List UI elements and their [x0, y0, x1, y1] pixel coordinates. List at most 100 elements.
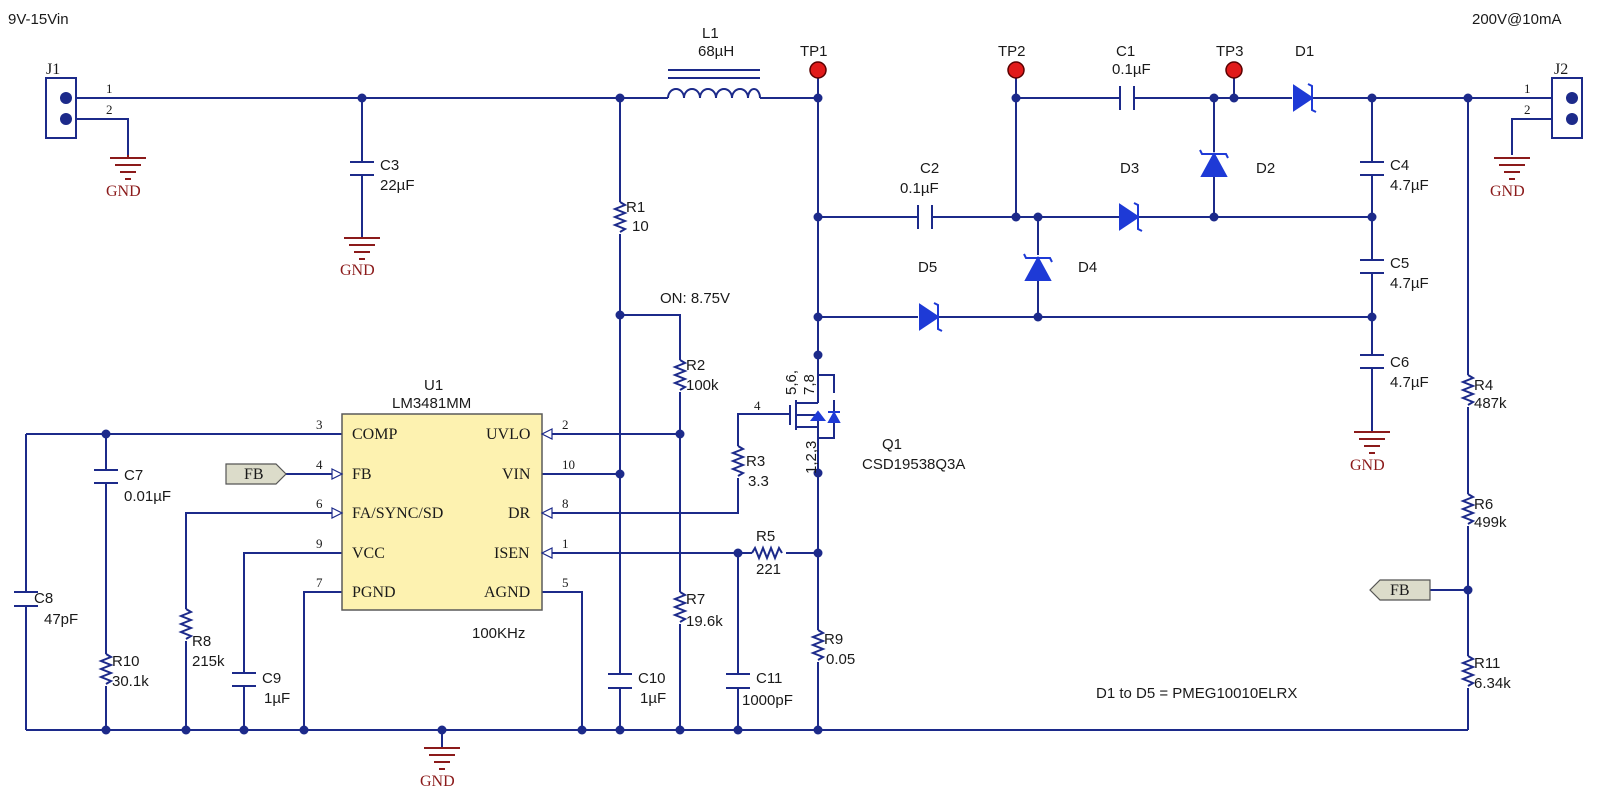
j2-ref: J2 [1554, 61, 1568, 78]
j1-ref: J1 [46, 61, 60, 78]
diode-d2: D2 [1199, 149, 1275, 177]
svg-text:4: 4 [316, 457, 323, 472]
svg-text:8: 8 [562, 496, 569, 511]
ground-symbol: GND [106, 155, 146, 200]
svg-text:FB: FB [352, 466, 372, 483]
capacitor-c7: C7 0.01µF [94, 467, 171, 505]
resistor-r4: R4 487k [1460, 374, 1507, 412]
svg-text:221: 221 [756, 561, 781, 578]
svg-text:GND: GND [106, 183, 141, 200]
resistor-r11: R11 6.34k [1460, 655, 1511, 692]
l1-value: 68µH [698, 43, 734, 60]
svg-text:CSD19538Q3A: CSD19538Q3A [862, 456, 965, 473]
diode-d1: D1 [1293, 43, 1317, 113]
svg-text:UVLO: UVLO [486, 426, 530, 443]
svg-text:D3: D3 [1120, 160, 1139, 177]
resistor-r7: R7 19.6k [672, 591, 723, 630]
note-output-rating: 200V@10mA [1472, 11, 1561, 28]
svg-text:R6: R6 [1474, 496, 1493, 513]
svg-text:C10: C10 [638, 670, 666, 687]
test-point-tp3: TP3 [1216, 43, 1244, 79]
capacitor-c10: C10 1µF [608, 670, 666, 707]
svg-text:47pF: 47pF [44, 611, 78, 628]
svg-text:22µF: 22µF [380, 177, 415, 194]
svg-text:TP2: TP2 [998, 43, 1026, 60]
ground-symbol: GND [340, 237, 380, 279]
resistor-r3: R3 3.3 [730, 445, 769, 490]
svg-text:9: 9 [316, 536, 323, 551]
svg-text:R3: R3 [746, 453, 765, 470]
resistor-r10: R10 30.1k [98, 653, 149, 690]
svg-text:TP3: TP3 [1216, 43, 1244, 60]
svg-text:C11: C11 [756, 670, 782, 687]
svg-text:TP1: TP1 [800, 43, 828, 60]
svg-text:19.6k: 19.6k [686, 613, 723, 630]
svg-text:0.05: 0.05 [826, 651, 855, 668]
ic-u1: U1 LM3481MM COMP 3 FB 4 FA/SYNC/SD 6 VCC… [312, 377, 575, 611]
capacitor-c11: C11 1000pF [726, 670, 793, 709]
j2-pin2: 2 [1524, 102, 1531, 117]
svg-text:C7: C7 [124, 467, 143, 484]
capacitor-c4: C4 4.7µF [1360, 157, 1429, 194]
resistor-r6: R6 499k [1460, 493, 1507, 531]
svg-text:2: 2 [562, 417, 569, 432]
svg-text:0.1µF: 0.1µF [900, 180, 939, 197]
svg-text:R8: R8 [192, 633, 211, 650]
svg-text:4: 4 [754, 398, 761, 413]
l1-ref: L1 [702, 25, 719, 42]
svg-text:AGND: AGND [484, 584, 530, 601]
diode-d4: D4 [1023, 253, 1097, 281]
svg-text:5,6,: 5,6, [783, 370, 800, 395]
ground-symbol: GND [1490, 157, 1530, 200]
svg-text:FB: FB [1390, 582, 1410, 599]
svg-text:FB: FB [244, 466, 264, 483]
svg-text:0.01µF: 0.01µF [124, 488, 171, 505]
capacitor-c2: C2 0.1µF [900, 160, 939, 229]
svg-text:1000pF: 1000pF [742, 692, 793, 709]
diode-d3: D3 [1119, 160, 1143, 232]
j1-pin2: 2 [106, 102, 113, 117]
svg-text:PGND: PGND [352, 584, 396, 601]
svg-text:VIN: VIN [502, 466, 531, 483]
svg-text:D2: D2 [1256, 160, 1275, 177]
connector-j2: J2 1 2 [1524, 61, 1583, 139]
inductor-l1: L1 68µH [667, 25, 761, 99]
resistor-r5: R5 221 [751, 528, 783, 578]
svg-text:3: 3 [316, 417, 323, 432]
capacitor-c1: C1 0.1µF [1112, 43, 1151, 110]
port-fb-right: FB [1369, 579, 1431, 601]
svg-text:4.7µF: 4.7µF [1390, 275, 1429, 292]
svg-text:R10: R10 [112, 653, 140, 670]
svg-text:1µF: 1µF [640, 690, 666, 707]
svg-text:D1: D1 [1295, 43, 1314, 60]
svg-text:R11: R11 [1474, 655, 1500, 672]
ground-symbol: GND [420, 747, 460, 790]
svg-text:3.3: 3.3 [748, 473, 769, 490]
svg-text:DR: DR [508, 505, 531, 522]
svg-text:4.7µF: 4.7µF [1390, 374, 1429, 391]
svg-text:C4: C4 [1390, 157, 1409, 174]
capacitor-c8: C8 47pF [14, 590, 78, 628]
u1-left-pins: COMP 3 FB 4 FA/SYNC/SD 6 VCC 9 PGND 7 [316, 417, 443, 601]
svg-text:GND: GND [1490, 183, 1525, 200]
resistor-r8: R8 215k [178, 608, 225, 670]
svg-text:Q1: Q1 [882, 436, 902, 453]
note-frequency: 100KHz [472, 625, 525, 642]
svg-text:R9: R9 [824, 631, 843, 648]
u1-right-pins: UVLO 2 VIN 10 DR 8 ISEN 1 AGND 5 [484, 417, 575, 601]
connector-j1: J1 1 2 [45, 61, 113, 139]
svg-text:30.1k: 30.1k [112, 673, 149, 690]
svg-text:7,8: 7,8 [801, 374, 818, 395]
svg-text:10: 10 [632, 218, 649, 235]
j2-pin1: 1 [1524, 81, 1531, 96]
j1-pin1: 1 [106, 81, 113, 96]
svg-text:499k: 499k [1474, 514, 1507, 531]
svg-text:C9: C9 [262, 670, 281, 687]
svg-text:COMP: COMP [352, 426, 397, 443]
svg-text:1,2,3: 1,2,3 [803, 441, 820, 474]
svg-text:215k: 215k [192, 653, 225, 670]
test-point-tp1: TP1 [800, 43, 828, 79]
note-on-threshold: ON: 8.75V [660, 290, 730, 307]
capacitor-c9: C9 1µF [232, 670, 290, 707]
svg-text:C2: C2 [920, 160, 939, 177]
